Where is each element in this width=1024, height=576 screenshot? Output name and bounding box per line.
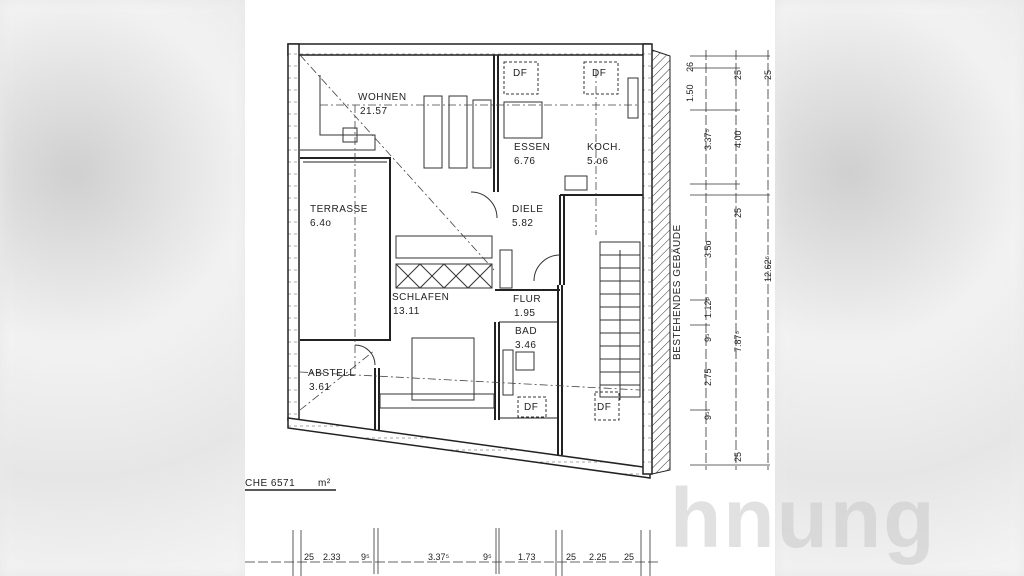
dimension-value: 9⁵ [703,333,713,342]
outer-walls [287,43,653,479]
room-name: BAD [515,326,537,337]
dimension-value: 2.25 [589,552,607,562]
room-bad: BAD 3.46 [515,326,537,351]
room-area: 1.95 [514,308,535,319]
room-name: ESSEN [514,142,550,153]
room-area: 21.57 [360,106,388,117]
dimension-value: 1.12⁵ [703,296,713,318]
room-name: DIELE [512,204,543,215]
furniture [300,61,641,421]
dimension-value: 9⁵ [483,552,492,562]
existing-building-label: BESTEHENDES GEBÄUDE [671,224,683,360]
room-name: SCHLAFEN [392,292,449,303]
room-area: 6.76 [514,156,535,167]
watermark: hnung [670,471,937,565]
dimension-value: 25 [624,552,634,562]
construction-lines [299,54,641,411]
floor-plan-sheet: WOHNEN 21.57 ESSEN 6.76 KOCH. 5.o6 TERRA… [245,0,775,576]
room-name: WOHNEN [358,92,407,103]
dimension-value: 1.50 [685,84,695,102]
room-area: 5.o6 [587,156,608,167]
room-area: 6.4o [310,218,331,229]
dimension-lines-right [690,50,770,470]
dimension-value: 1.73 [518,552,536,562]
room-name: KOCH. [587,142,621,153]
dimension-value: 25 [304,552,314,562]
dimension-value: 25 [566,552,576,562]
floor-plan: WOHNEN 21.57 ESSEN 6.76 KOCH. 5.o6 TERRA… [245,43,773,576]
dimension-value: 26 [685,62,695,72]
dimension-value: 7.87⁵ [733,330,743,352]
room-terrasse: TERRASSE 6.4o [310,204,368,229]
room-diele: DIELE 5.82 [512,204,543,229]
room-koch: KOCH. 5.o6 [587,142,621,167]
dimension-value: 9⁵ [361,552,370,562]
dimension-value: 3.37⁵ [703,128,713,150]
dimension-values-right: 1.50 26 3.37⁵ 3.5o 1.12⁵ 9⁵ 2.75 9⁵ 25 4… [685,62,773,462]
skylight-label: DF [524,402,538,413]
dimension-value: 4.00 [733,130,743,148]
room-essen: ESSEN 6.76 [514,142,550,167]
room-abstell: ABSTELL 3.61 [308,368,355,393]
dimension-value: 2.33 [323,552,341,562]
dimension-value: 3.5o [703,240,713,258]
room-flur: FLUR 1.95 [513,294,541,319]
room-schlafen: SCHLAFEN 13.11 [392,292,449,317]
dimension-value: 25 [763,70,773,80]
total-area-value: CHE 6571 [245,478,295,489]
interior-walls [300,55,643,455]
room-name: TERRASSE [310,204,368,215]
skylight-label: DF [592,68,606,79]
dimension-value: 25 [733,452,743,462]
dimension-value: 25 [733,70,743,80]
existing-building-hatch [651,49,671,475]
blurred-background-right [775,0,1024,576]
room-wohnen: WOHNEN 21.57 [358,92,407,117]
room-area: 13.11 [393,306,420,317]
blurred-background-left [0,0,245,576]
total-area: CHE 6571 m² [245,478,336,491]
dimension-values-bottom: 25 2.33 9⁵ 3.37⁵ 9⁵ 1.73 25 2.25 25 [304,552,634,562]
room-area: 3.61 [309,382,330,393]
dimension-lines-bottom [245,528,660,576]
dimension-value: 3.37⁵ [428,552,450,562]
skylight-label: DF [513,68,527,79]
dimension-value: 12.62⁵ [763,255,773,282]
room-name: FLUR [513,294,541,305]
room-area: 5.82 [512,218,533,229]
room-name: ABSTELL [308,368,355,379]
room-area: 3.46 [515,340,536,351]
total-area-unit: m² [318,478,331,489]
dimension-value: 25 [733,208,743,218]
skylight-label: DF [597,402,611,413]
dimension-value: 2.75 [703,368,713,386]
dimension-value: 9⁵ [703,411,713,420]
